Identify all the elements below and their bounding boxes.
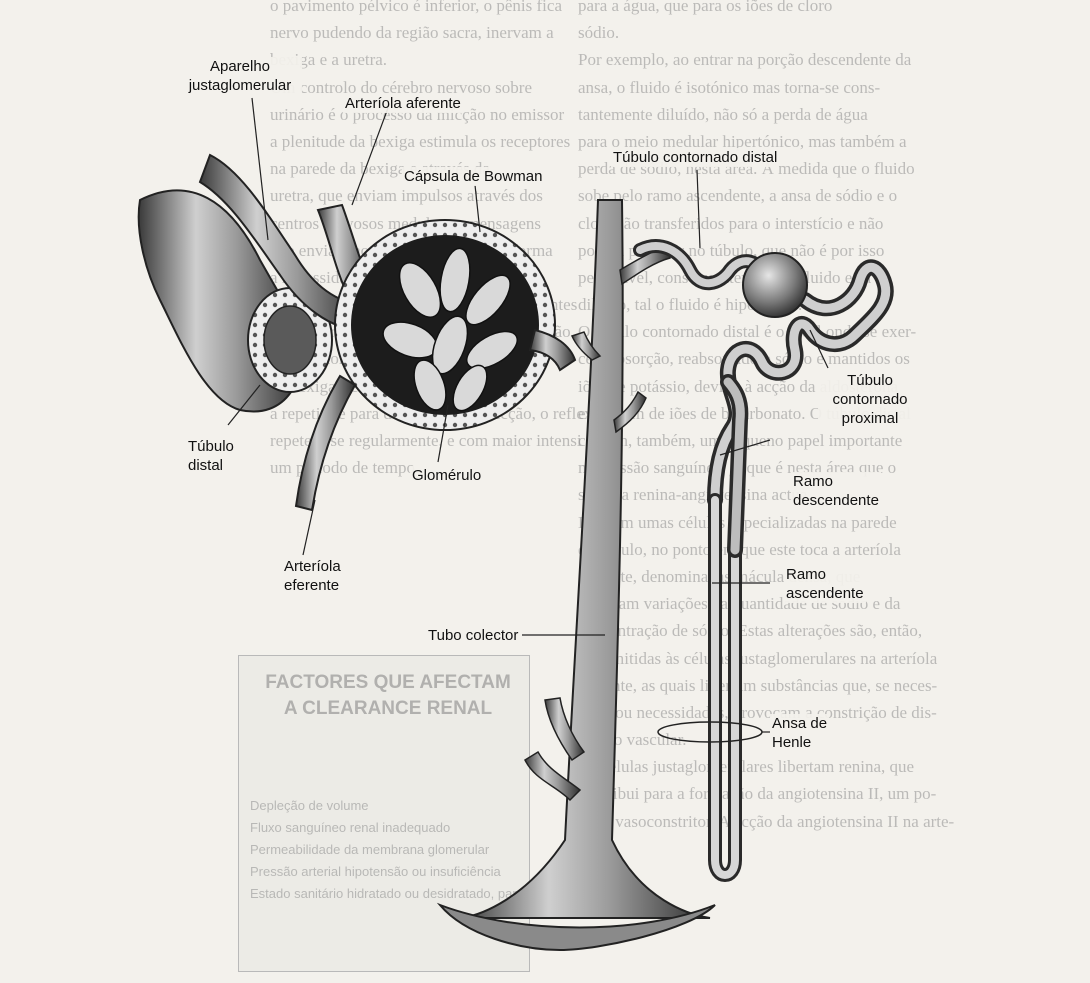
label-arteriola-eferente-line-2: eferente bbox=[284, 576, 341, 595]
efferent-arteriole-shape bbox=[296, 376, 355, 510]
label-tubulo-contornado-distal: Túbulo contornado distal bbox=[611, 148, 779, 167]
label-tubulo-distal-line-2: distal bbox=[188, 456, 234, 475]
label-aparelho-line-1: Aparelho bbox=[180, 57, 300, 76]
label-tubulo-distal-line-1: Túbulo bbox=[188, 437, 234, 456]
label-proximal-line-1: Túbulo bbox=[820, 371, 920, 390]
label-proximal-line-3: proximal bbox=[820, 409, 920, 428]
label-arteriola-aferente: Arteríola aferente bbox=[343, 94, 463, 113]
label-ramo-ascendente-line-1: Ramo bbox=[786, 565, 864, 584]
label-arteriola-eferente-line-1: Arteríola bbox=[284, 557, 341, 576]
label-ansa-henle: Ansa de Henle bbox=[770, 714, 829, 752]
label-ramo-ascendente: Ramo ascendente bbox=[784, 565, 866, 603]
label-proximal-line-2: contornado bbox=[820, 390, 920, 409]
label-ansa-henle-line-2: Henle bbox=[772, 733, 827, 752]
label-ramo-ascendente-line-2: ascendente bbox=[786, 584, 864, 603]
label-tubulo-distal: Túbulo distal bbox=[186, 437, 236, 475]
label-arteriola-eferente: Arteríola eferente bbox=[282, 557, 343, 595]
label-tubulo-contornado-proximal: Túbulo contornado proximal bbox=[818, 371, 922, 428]
label-aparelho-line-2: justaglomerular bbox=[180, 76, 300, 95]
label-capsula-bowman: Cápsula de Bowman bbox=[402, 167, 544, 186]
label-ramo-descendente-line-1: Ramo bbox=[793, 472, 879, 491]
label-glomerulo: Glomérulo bbox=[410, 466, 483, 485]
label-ansa-henle-line-1: Ansa de bbox=[772, 714, 827, 733]
label-aparelho-justaglomerular: Aparelho justaglomerular bbox=[178, 57, 302, 95]
label-tubo-colector: Tubo colector bbox=[426, 626, 520, 645]
label-ramo-descendente-line-2: descendente bbox=[793, 491, 879, 510]
label-ramo-descendente: Ramo descendente bbox=[791, 472, 881, 510]
bowman-sphere-shape bbox=[743, 253, 807, 317]
